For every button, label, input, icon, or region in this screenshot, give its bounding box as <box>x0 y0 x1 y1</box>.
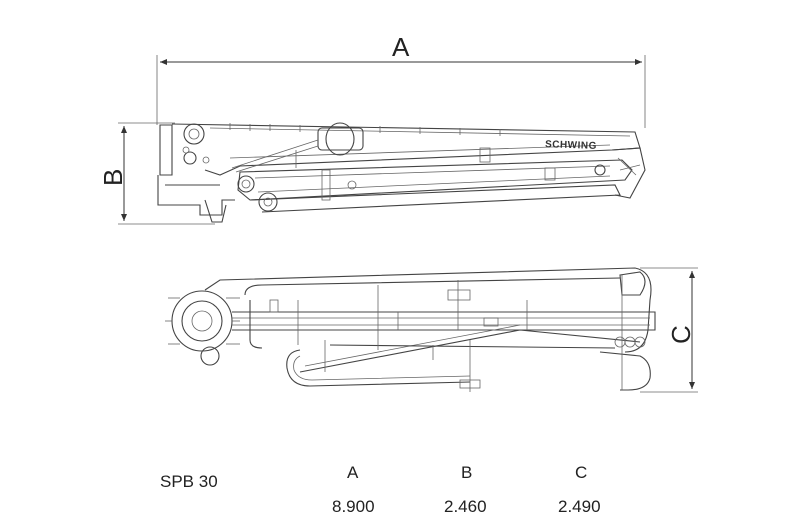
spec-header-a: A <box>347 463 359 482</box>
model-name: SPB 30 <box>160 472 218 491</box>
dimension-b: B <box>98 122 215 225</box>
brand-label: SCHWING <box>545 139 597 152</box>
dimension-a-label: A <box>392 32 410 62</box>
dimension-c: C <box>640 267 698 393</box>
spec-value-c: 2.490 <box>558 497 601 516</box>
spec-header-b: B <box>461 463 473 482</box>
dimension-a: A <box>156 32 646 128</box>
boom-side-view: SCHWING <box>157 122 646 223</box>
dimension-c-label: C <box>666 325 696 344</box>
dimension-b-label: B <box>98 169 128 186</box>
spec-value-a: 8.900 <box>332 497 375 516</box>
boom-top-view <box>165 267 656 392</box>
spec-value-b: 2.460 <box>444 497 487 516</box>
spec-header-c: C <box>575 463 588 482</box>
